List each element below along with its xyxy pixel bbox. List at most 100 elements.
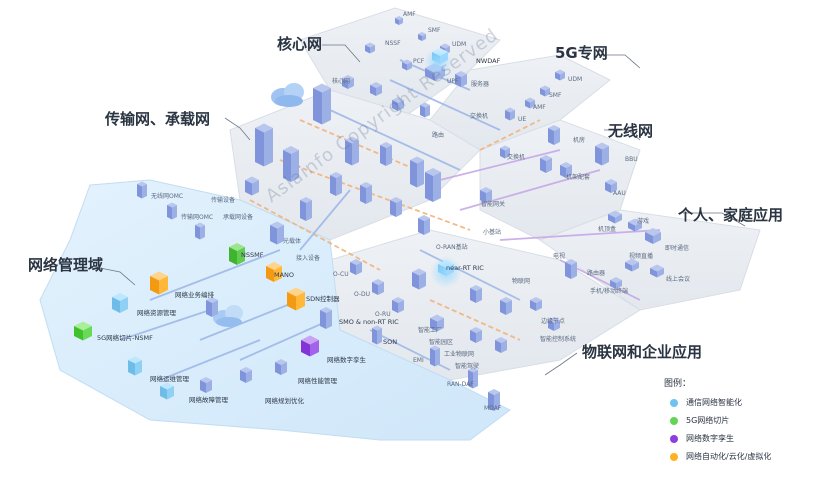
node-label-ctrl: 智能控制系统: [540, 336, 577, 343]
server-icon: [167, 202, 177, 220]
server-icon: [565, 259, 577, 279]
node-label-nssmf: NSSMF: [241, 251, 264, 259]
node-label-nsmf: 5G网络切片-NSMF: [97, 334, 153, 342]
node-label-iot: 物联网: [512, 278, 531, 285]
link-line: [159, 339, 261, 381]
server-icon: [455, 71, 467, 87]
server-icon: [392, 297, 404, 313]
mano-node: [266, 262, 282, 282]
near-rt-ric-highlight: [430, 256, 462, 288]
node-label-mdaf: MDAF: [484, 405, 502, 412]
node-label-plan: 网络规划优化: [265, 397, 304, 405]
server-icon: [195, 222, 205, 240]
server-icon: [625, 258, 639, 272]
region-leader-lines: [99, 44, 746, 376]
server-icon: [206, 297, 218, 317]
server-icon: [610, 277, 622, 289]
server-icon: [255, 123, 273, 167]
node-label-son: SON: [383, 338, 398, 346]
link-line: [279, 159, 471, 231]
link-line: [329, 109, 461, 171]
server-icon: [313, 83, 331, 125]
legend-item: 网络数字孪生: [664, 433, 814, 444]
node-label-rack: 机架配套: [566, 174, 591, 181]
link-line: [149, 249, 281, 301]
legend-dot-icon: [670, 452, 678, 461]
node-label-smo: SMO & non-RT RIC: [339, 318, 399, 326]
server-icon: [540, 155, 552, 173]
server-icon: [300, 197, 312, 221]
server-icon: [595, 142, 609, 166]
node-label-ran-site: O-RAN基站: [436, 244, 468, 251]
node-label-nrt-ric: near-RT RIC: [446, 264, 484, 272]
cloud-icon: [271, 83, 304, 107]
node-label-phone: 手机/移动终端: [590, 288, 629, 295]
link-line: [459, 169, 601, 211]
node-label-smf2: SMF: [549, 92, 562, 99]
server-icon: [500, 297, 512, 315]
server-icon: [488, 389, 500, 411]
node-label-fiber: 光载体: [283, 238, 302, 245]
link-line: [249, 199, 381, 271]
node-label-upf: UPF: [447, 78, 459, 85]
server-icon: [330, 172, 342, 196]
server-icon: [380, 142, 392, 166]
node-label-access: 接入设备: [296, 255, 321, 262]
legend-item: 网络自动化/云化/虚拟化: [664, 451, 814, 462]
server-icon: [392, 97, 404, 111]
node-label-stb: 机顶盒: [598, 226, 617, 233]
server-icon: [200, 377, 212, 393]
node-label-oru: O-RU: [375, 311, 391, 318]
server-icon: [342, 75, 354, 89]
node-label-odu: O-DU: [354, 291, 371, 298]
fault-node: [160, 382, 174, 400]
node-label-game: 游戏: [637, 218, 650, 225]
server-icon: [468, 367, 478, 389]
node-label-factory: 智能工厂: [418, 327, 443, 334]
link-line: [239, 319, 331, 361]
node-label-udm: UDM: [452, 41, 467, 48]
region-label-core-network: 核心网: [277, 35, 323, 53]
nwdaf-highlight: [424, 48, 452, 76]
link-line: [479, 119, 541, 151]
server-icon: [410, 156, 424, 188]
region-label-personal-home: 个人、家庭应用: [678, 206, 784, 224]
server-icon: [548, 125, 560, 145]
node-label-bearer-dev: 承载网设备: [223, 214, 254, 221]
node-label-trans-dev: 传输设备: [211, 197, 236, 204]
server-icon: [645, 228, 661, 244]
node-label-ops: 网络运维管理: [150, 375, 189, 383]
node-label-video: 视频直播: [629, 253, 654, 260]
server-icon: [430, 345, 440, 367]
node-label-bbu: BBU: [625, 156, 638, 163]
node-label-gateway: 智能网关: [481, 201, 506, 208]
node-label-router2: 路由器: [587, 270, 606, 277]
link-line: [429, 299, 521, 341]
server-icon: [480, 187, 492, 203]
legend-label: 网络数字孪生: [686, 434, 734, 443]
region-label-wireless: 无线网: [608, 122, 654, 140]
node-label-amf2: AMF: [533, 104, 546, 111]
server-icon: [412, 268, 426, 290]
server-icon: [360, 182, 372, 204]
server-icon: [418, 215, 430, 235]
link-line: [389, 79, 501, 131]
node-label-trans-omc: 传输网OMC: [181, 214, 214, 221]
server-icon: [430, 314, 444, 332]
cloud-icon: [213, 305, 243, 327]
node-label-tv: 电视: [553, 253, 566, 260]
server-icon: [540, 85, 550, 97]
node-label-room: 机房: [573, 137, 586, 144]
server-icon: [370, 82, 382, 96]
node-label-amf: AMF: [403, 11, 416, 18]
slice-node: [74, 321, 92, 341]
server-icon: [390, 197, 402, 217]
server-icon: [275, 359, 287, 375]
legend-title: 图例：: [664, 379, 692, 389]
legend-dot-icon: [670, 416, 678, 425]
node-label-online: 线上会议: [666, 276, 691, 283]
node-label-small-cell: 小基站: [483, 229, 502, 236]
server-icon: [345, 136, 359, 166]
